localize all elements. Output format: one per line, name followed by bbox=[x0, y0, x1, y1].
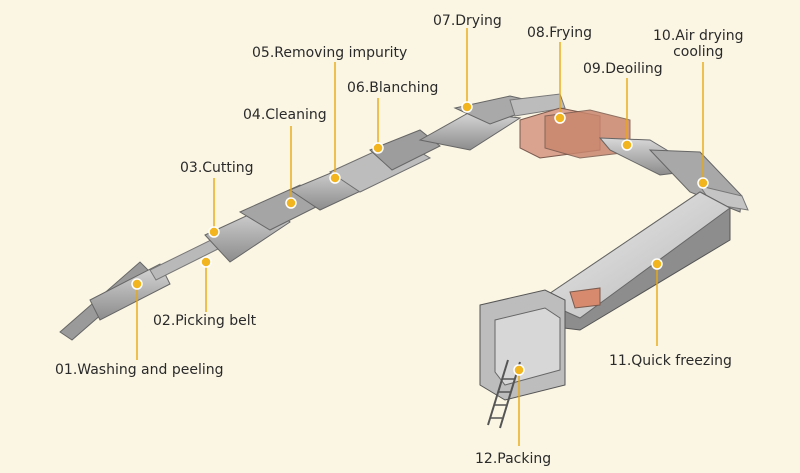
leader-lines bbox=[136, 28, 704, 446]
marker-03 bbox=[208, 226, 220, 238]
step-label-cleaning: 04.Cleaning bbox=[243, 107, 327, 123]
conveyor-line-lower bbox=[59, 129, 441, 341]
packing-machine bbox=[479, 289, 566, 429]
quick-freezer-tunnel bbox=[538, 191, 731, 331]
step-label-picking-belt: 02.Picking belt bbox=[153, 313, 257, 329]
marker-05 bbox=[329, 172, 341, 184]
step-label-deoiling: 09.Deoiling bbox=[583, 61, 663, 77]
step-markers bbox=[131, 101, 709, 376]
marker-08 bbox=[554, 112, 566, 124]
step-label-frying: 08.Frying bbox=[527, 25, 592, 41]
step-label-removing-impurity: 05.Removing impurity bbox=[252, 45, 408, 61]
marker-07 bbox=[461, 101, 473, 113]
marker-09 bbox=[621, 139, 633, 151]
marker-01 bbox=[131, 278, 143, 290]
conveyor-line-right bbox=[598, 137, 749, 213]
step-label-packing: 12.Packing bbox=[475, 451, 552, 467]
marker-06 bbox=[372, 142, 384, 154]
marker-12 bbox=[513, 364, 525, 376]
marker-02 bbox=[200, 256, 212, 268]
step-label-blanching: 06.Blanching bbox=[347, 80, 439, 96]
marker-10 bbox=[697, 177, 709, 189]
step-label-quick-freezing: 11.Quick freezing bbox=[609, 353, 732, 369]
step-label-washing-peeling: 01.Washing and peeling bbox=[55, 362, 224, 378]
step-label-cutting: 03.Cutting bbox=[180, 160, 254, 176]
step-label-air-drying-cooling: 10.Air drying cooling bbox=[653, 28, 744, 60]
marker-11 bbox=[651, 258, 663, 270]
step-label-drying: 07.Drying bbox=[433, 13, 502, 29]
marker-04 bbox=[285, 197, 297, 209]
conveyor-line-upper bbox=[418, 93, 631, 159]
